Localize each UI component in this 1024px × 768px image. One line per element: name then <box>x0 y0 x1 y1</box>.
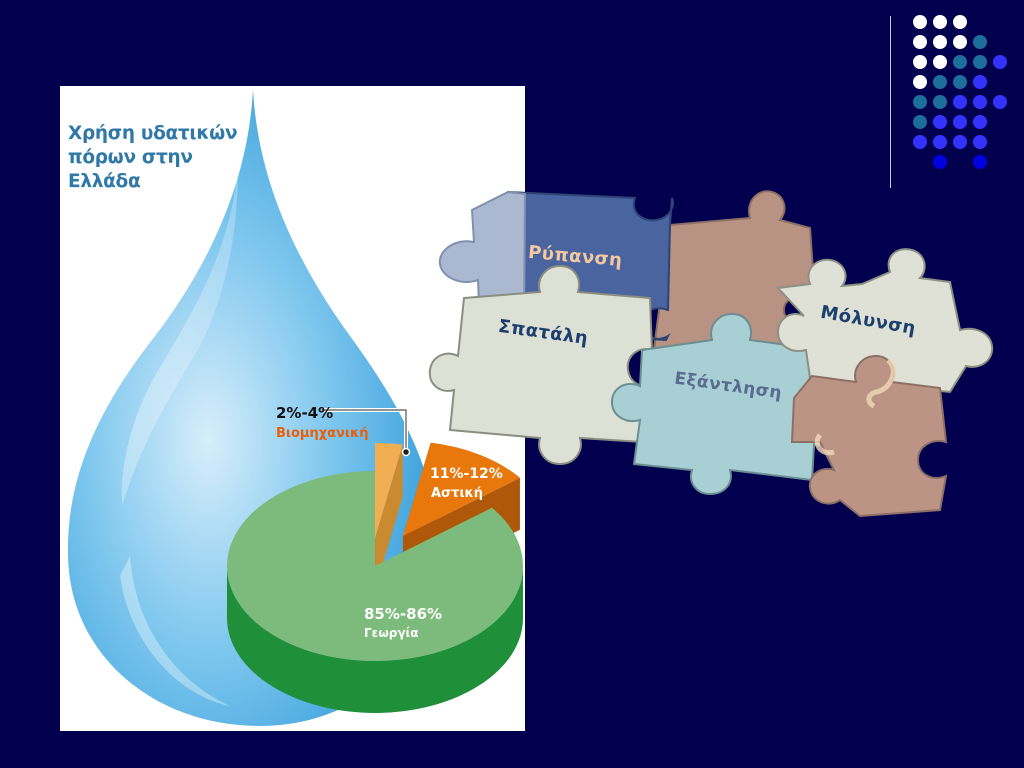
pie-slice <box>226 471 523 661</box>
decorative-dot <box>913 75 927 89</box>
industry-value-label: 2%-4% <box>276 404 334 422</box>
pie-slice-cut-face <box>375 444 403 590</box>
decorative-dot <box>973 115 987 129</box>
decorative-dot <box>953 35 967 49</box>
industry-leader-dot <box>401 447 411 457</box>
pie-chart <box>226 408 523 713</box>
decorative-dot <box>913 115 927 129</box>
title-line: πόρων στην <box>68 147 193 168</box>
decorative-dot <box>993 55 1007 69</box>
decorative-dot <box>913 135 927 149</box>
decorative-dot <box>933 35 947 49</box>
decorative-dot <box>953 55 967 69</box>
pie-slice <box>403 442 520 536</box>
decorative-dot <box>973 155 987 169</box>
puzzle-piece-brown-bottom <box>790 354 948 518</box>
industry-name-label: Βιομηχανική <box>276 426 369 441</box>
puzzle-pieces <box>428 190 994 518</box>
agriculture-name-label: Γεωργία <box>364 626 419 640</box>
title-line: Ελλάδα <box>68 171 141 192</box>
decorative-dot <box>933 95 947 109</box>
decorative-dot <box>933 15 947 29</box>
decorative-dot <box>993 95 1007 109</box>
water-use-infographic: Χρήση υδατικών πόρων στην Ελλάδα 2%-4% Β… <box>60 86 525 731</box>
puzzle-piece-light <box>775 248 994 414</box>
decorative-dot <box>913 55 927 69</box>
decorative-dot <box>973 135 987 149</box>
urban-name-label: Αστική <box>431 486 484 501</box>
decorative-dot <box>973 95 987 109</box>
decorative-dot <box>973 55 987 69</box>
urban-value-label: 11%-12% <box>430 466 503 482</box>
dot-grid-decoration <box>913 15 1007 169</box>
decorative-dot <box>933 155 947 169</box>
decorative-dot <box>933 135 947 149</box>
industry-leader-line-inner <box>322 409 407 452</box>
decorative-dot <box>913 35 927 49</box>
decorative-dot <box>933 115 947 129</box>
decorative-dot <box>953 15 967 29</box>
decorative-dot <box>933 75 947 89</box>
decorative-dot <box>953 115 967 129</box>
decorative-dot <box>953 135 967 149</box>
infographic-title: Χρήση υδατικών πόρων στην Ελλάδα <box>68 122 238 194</box>
decorative-dot <box>973 75 987 89</box>
agriculture-value-label: 85%-86% <box>364 605 443 623</box>
decorative-dot <box>933 55 947 69</box>
title-line: Χρήση υδατικών <box>68 123 238 144</box>
puzzle-highlight-swirl <box>814 358 896 456</box>
pie-slice <box>375 443 403 538</box>
pie-slice-side <box>227 566 523 713</box>
decorative-dot <box>973 35 987 49</box>
puzzle-graphic: Ρύπανση Μόλυνση Σπατάλη Εξάντληση <box>420 180 1010 530</box>
divider-line <box>890 16 891 188</box>
decorative-dot <box>913 95 927 109</box>
puzzle-piece-beige <box>428 264 658 466</box>
decorative-dot <box>953 75 967 89</box>
decorative-dot <box>913 15 927 29</box>
decorative-dot <box>953 95 967 109</box>
